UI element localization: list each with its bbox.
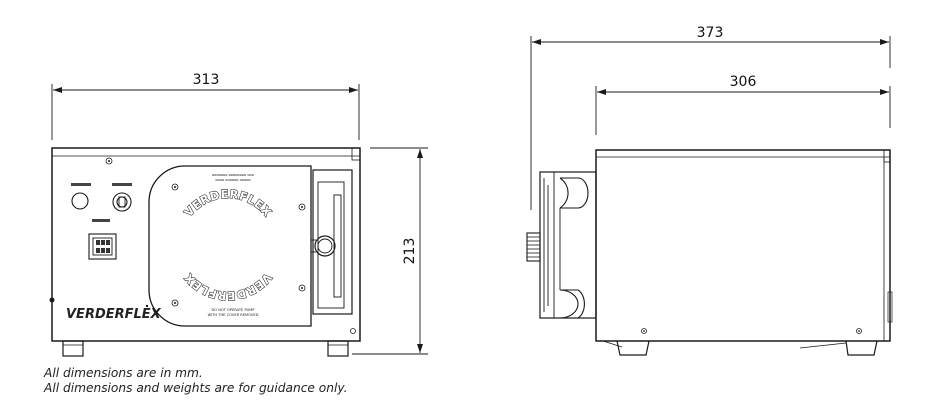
- dimension-label-front-height: 213: [402, 238, 418, 265]
- pump-housing-side: [595, 149, 891, 342]
- note-guidance: All dimensions and weights are for guida…: [44, 381, 348, 395]
- pump-head-side: [539, 171, 597, 319]
- pump-housing-front: [51, 147, 361, 342]
- notes: All dimensions are in mm. All dimensions…: [44, 366, 348, 396]
- dimension-side-body-depth: [595, 86, 891, 135]
- pump-head-track: [311, 169, 353, 315]
- foot-side-left: [616, 340, 650, 356]
- brand-logo: VERDERFLEX: [66, 307, 162, 322]
- rotor-cover-lower-line-1: DO NOT OPERATE PUMP: [211, 308, 255, 312]
- speed-keypad[interactable]: [88, 233, 117, 260]
- dimension-side-overall-depth: [530, 36, 891, 210]
- dimension-label-front-width: 313: [193, 72, 220, 88]
- dimension-front-height: [352, 147, 428, 355]
- start-stop-button[interactable]: [71, 192, 89, 210]
- side-view: [526, 36, 893, 356]
- note-units: All dimensions are in mm.: [44, 366, 203, 380]
- foot-side-right: [845, 340, 878, 356]
- svg-text:VERDERFLEX: VERDERFLEX: [181, 187, 274, 220]
- front-view: VERDERFLEX ooooooo oooooooo ooo oooo ooo…: [49, 84, 428, 357]
- rotor-cover-lower-line-2: WITH THE COVER REMOVED: [208, 313, 259, 317]
- rotor-cover-brand-ring: VERDERFLEX VERDERFLEX: [181, 186, 275, 304]
- dimension-front-width: [51, 84, 360, 140]
- rotor-cover: [148, 165, 312, 327]
- rotor-cover-upper-line-2: oooo oooooo ooooo: [215, 178, 250, 182]
- rotor-cover-upper-line-1: ooooooo oooooooo ooo: [212, 173, 254, 177]
- adjustment-knob[interactable]: [526, 232, 541, 262]
- direction-toggle-switch[interactable]: [112, 192, 132, 212]
- dimension-label-side-body-depth: 306: [730, 74, 757, 90]
- foot-right: [327, 340, 349, 357]
- svg-text:VERDERFLEX: VERDERFLEX: [181, 271, 274, 304]
- dimension-label-side-overall-depth: 373: [697, 25, 724, 41]
- foot-left: [62, 340, 84, 357]
